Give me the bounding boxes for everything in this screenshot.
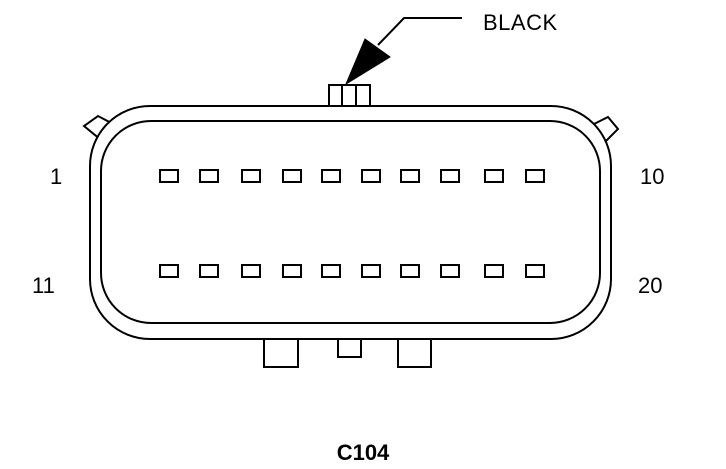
pin-label-10: 10 bbox=[640, 164, 665, 189]
bottom-foot-left bbox=[263, 338, 299, 368]
pin-cavity-17 bbox=[400, 264, 420, 278]
pin-row-top bbox=[159, 169, 545, 183]
pin-cavity-16 bbox=[361, 264, 381, 278]
pin-label-20: 20 bbox=[638, 273, 663, 298]
pin-cavity-10 bbox=[525, 169, 545, 183]
pin-cavity-2 bbox=[199, 169, 219, 183]
bottom-foot-center bbox=[337, 338, 362, 358]
pin-cavity-19 bbox=[484, 264, 504, 278]
pin-cavity-18 bbox=[440, 264, 460, 278]
pin-cavity-7 bbox=[400, 169, 420, 183]
pin-cavity-3 bbox=[241, 169, 261, 183]
pin-cavity-12 bbox=[199, 264, 219, 278]
pin-cavity-11 bbox=[159, 264, 179, 278]
right-mounting-ear bbox=[589, 115, 620, 146]
leader-line bbox=[377, 17, 462, 46]
pin-cavity-1 bbox=[159, 169, 179, 183]
callout-arrow bbox=[344, 38, 391, 86]
connector-color-label: BLACK bbox=[483, 10, 558, 35]
top-latch-tab bbox=[328, 84, 371, 108]
pin-row-bottom bbox=[159, 264, 545, 278]
pin-cavity-4 bbox=[282, 169, 302, 183]
pin-label-1: 1 bbox=[50, 164, 63, 189]
pin-cavity-8 bbox=[440, 169, 460, 183]
pin-label-11: 11 bbox=[32, 273, 55, 298]
pin-cavity-6 bbox=[361, 169, 381, 183]
left-mounting-ear bbox=[82, 114, 118, 141]
pin-cavity-14 bbox=[282, 264, 302, 278]
pin-cavity-20 bbox=[525, 264, 545, 278]
pin-cavity-15 bbox=[321, 264, 341, 278]
bottom-foot-right bbox=[397, 338, 432, 368]
connector-housing-inner bbox=[100, 120, 601, 324]
pin-cavity-5 bbox=[321, 169, 341, 183]
connector-id-label: C104 bbox=[336, 440, 390, 465]
pin-cavity-9 bbox=[484, 169, 504, 183]
pin-cavity-13 bbox=[241, 264, 261, 278]
